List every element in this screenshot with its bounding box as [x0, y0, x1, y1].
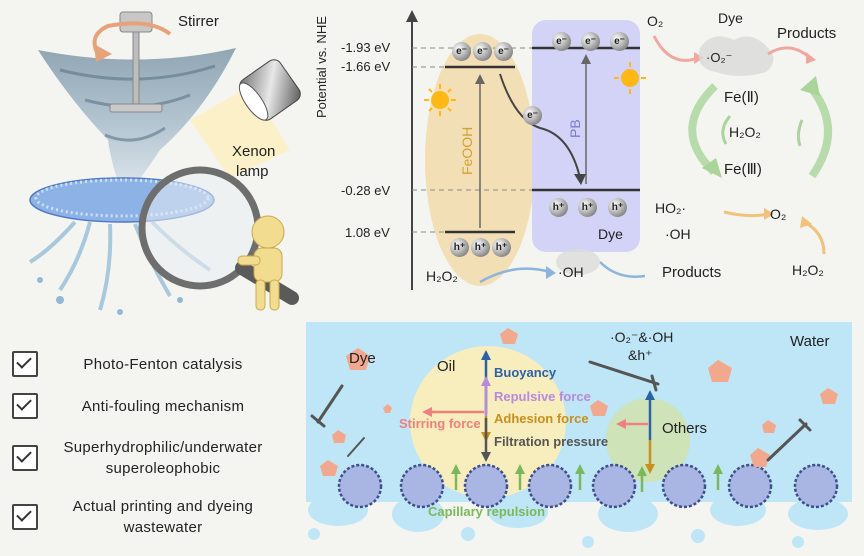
feature-label: Actual printing and dyeing [72, 498, 254, 515]
repulsive-label: Repulsive force [494, 389, 591, 404]
stirrer-illustration [28, 11, 301, 315]
fe2-label: Fe(Ⅱ) [724, 89, 759, 106]
feature-row-3: Superhydrophilic/underwater superoleopho… [12, 437, 288, 479]
adhesion-label: Adhesion force [494, 411, 589, 426]
checkbox-icon [12, 393, 38, 419]
fe-cycle-right [804, 81, 833, 179]
membrane-fibers [337, 463, 839, 509]
others-label: Others [662, 420, 708, 437]
hole-icon: h⁺ [608, 198, 627, 217]
electron-icon: e⁻ [494, 42, 513, 61]
bottom-dye-label: Dye [349, 350, 376, 367]
magnifier-handle [235, 261, 299, 305]
superoxide-label: ·O₂⁻ [706, 50, 733, 65]
level-label: -0.28 eV [341, 183, 391, 198]
hole-icon: h⁺ [492, 238, 511, 257]
products-label: Products [662, 264, 722, 281]
electron-icon: e⁻ [523, 106, 542, 125]
electron-icon: e⁻ [473, 42, 492, 61]
o2b-label: O₂ [770, 206, 787, 222]
radicals-label-2: &h⁺ [628, 347, 653, 363]
band-diagram [406, 10, 646, 290]
hole-icon: h⁺ [578, 198, 597, 217]
feature-label-line2: wastewater [123, 519, 203, 536]
electron-transfer-arrow [499, 73, 581, 179]
cycle-diagram [652, 35, 833, 255]
oh-arrow [599, 261, 646, 278]
ho2-label: HO₂· [655, 200, 687, 216]
o2-arrow [652, 35, 699, 62]
sword-icon [588, 360, 660, 392]
dye-particles [320, 328, 838, 476]
electron-icon: e⁻ [610, 32, 629, 51]
ho2-arrow [723, 210, 769, 218]
h2o2-label: H₂O₂ [426, 268, 458, 284]
oil-droplet [410, 346, 566, 498]
checkbox-icon [12, 351, 38, 377]
stirrer-rod [132, 31, 140, 113]
water-label: Water [790, 333, 830, 350]
feature-label: Photo-Fenton catalysis [83, 355, 243, 373]
hole-icon: h⁺ [549, 198, 568, 217]
level-label: -1.66 eV [341, 59, 391, 74]
stirrer-blade [109, 103, 163, 113]
h2o2-arrow [479, 267, 551, 284]
buoyancy-label: Buoyancy [494, 365, 557, 380]
o2-label: O₂ [647, 13, 664, 29]
cloud-icon [698, 36, 774, 76]
level-label: -1.93 eV [341, 40, 391, 55]
checkbox-icon [12, 504, 38, 530]
feooh-label: FeOOH [459, 126, 475, 175]
pb-label: PB [567, 119, 583, 138]
oh-label: ·OH [558, 264, 584, 280]
others-droplet [606, 398, 690, 482]
hole-icon: h⁺ [450, 238, 469, 257]
stirrer-label: Stirrer [178, 13, 219, 30]
axis-label: Potential vs. NHE [314, 16, 329, 118]
cycle-h2o2-label: H₂O₂ [729, 124, 761, 140]
dye-label: Dye [598, 226, 623, 242]
cycle-products-label: Products [777, 25, 837, 42]
lamp-label: lamp [236, 163, 269, 180]
feature-label: Anti-fouling mechanism [81, 397, 245, 415]
electron-icon: e⁻ [552, 32, 571, 51]
feature-row-4: Actual printing and dyeing wastewater [12, 496, 288, 538]
feature-label-line2: superoleophobic [105, 460, 221, 477]
feature-row-1: Photo-Fenton catalysis [12, 351, 288, 377]
h2o2b-label: H₂O₂ [792, 262, 824, 278]
sword-icon [766, 418, 812, 462]
radicals-label: ·O₂⁻&·OH [610, 329, 674, 345]
feature-row-2: Anti-fouling mechanism [12, 393, 288, 419]
electron-icon: e⁻ [452, 42, 471, 61]
cycle-dye-label: Dye [718, 10, 743, 26]
fe3-label: Fe(Ⅲ) [724, 161, 762, 178]
feature-label: Superhydrophilic/underwater [63, 439, 263, 456]
hole-icon: h⁺ [471, 238, 490, 257]
sword-icon [347, 437, 365, 457]
oil-label: Oil [437, 358, 456, 375]
fe-cycle-left [688, 83, 718, 175]
level-label: 1.08 eV [345, 225, 390, 240]
light-beam [190, 86, 290, 178]
sun-icon [614, 62, 646, 94]
figure-icon [237, 215, 285, 311]
vortex [38, 48, 236, 198]
xenon-label: Xenon [232, 143, 276, 160]
electron-icon: e⁻ [581, 32, 600, 51]
cycle-oh-label: ·OH [665, 226, 691, 242]
stirring-label: Stirring force [399, 416, 481, 431]
sun-icon [424, 84, 456, 116]
antifouling-panel [306, 322, 852, 548]
capillary-label: Capillary repulsion [428, 504, 546, 519]
xenon-lamp [238, 59, 301, 121]
checkbox-icon [12, 445, 38, 471]
filtration-label: Filtration pressure [494, 434, 609, 449]
sword-icon [310, 384, 344, 428]
